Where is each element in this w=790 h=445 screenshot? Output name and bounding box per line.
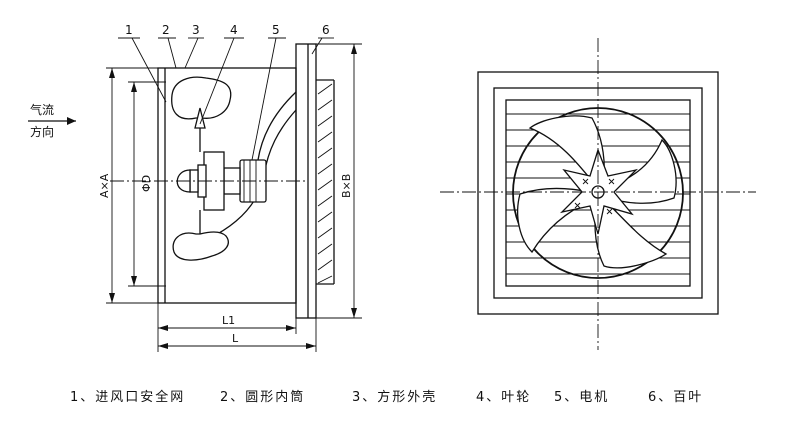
callout-5: 5	[272, 23, 280, 37]
dimension-label-L1: L1	[222, 314, 235, 327]
dimension-L1: L1	[157, 303, 317, 352]
dimension-L: L	[158, 332, 316, 349]
dimension-label-BxB: B×B	[340, 174, 353, 198]
dimension-label-phiD: ΦD	[140, 175, 153, 192]
airflow-label-line1: 气流	[30, 102, 54, 117]
airflow-label-line2: 方向	[30, 124, 54, 139]
dimension-phiD: ΦD	[128, 81, 166, 287]
shutter-hatch	[316, 79, 335, 285]
parts-legend: 1、进风口安全网 2、圆形内筒 3、方形外壳 4、叶轮 5、电机 6、百叶	[70, 386, 770, 406]
callout-6: 6	[322, 23, 330, 37]
impeller	[171, 76, 232, 261]
legend-item-2: 2、圆形内筒	[220, 390, 306, 405]
hub-bolts	[574, 178, 615, 215]
legend-item-4: 4、叶轮	[476, 390, 532, 405]
callout-4: 4	[230, 23, 238, 37]
callout-3: 3	[192, 23, 200, 37]
dimension-label-L: L	[232, 332, 239, 345]
legend-item-1: 1、进风口安全网	[70, 390, 186, 405]
airflow-indicator: 气流 方向	[28, 102, 76, 139]
dimension-AxA: A×A	[98, 67, 158, 304]
callout-2: 2	[162, 23, 170, 37]
callout-leaders	[118, 37, 334, 161]
dimension-BxB: B×B	[316, 43, 362, 319]
callout-1: 1	[125, 23, 133, 37]
front-view	[440, 38, 756, 350]
callout-numbers: 1 2 3 4 5 6	[125, 23, 330, 37]
side-view	[110, 43, 335, 319]
arrow-right-icon	[67, 117, 76, 125]
legend-item-5: 5、电机	[554, 390, 610, 405]
dimension-label-AxA: A×A	[98, 173, 111, 198]
legend-item-3: 3、方形外壳	[352, 390, 438, 405]
legend-item-6: 6、百叶	[648, 390, 704, 405]
motor-bracket-upper	[257, 91, 297, 161]
